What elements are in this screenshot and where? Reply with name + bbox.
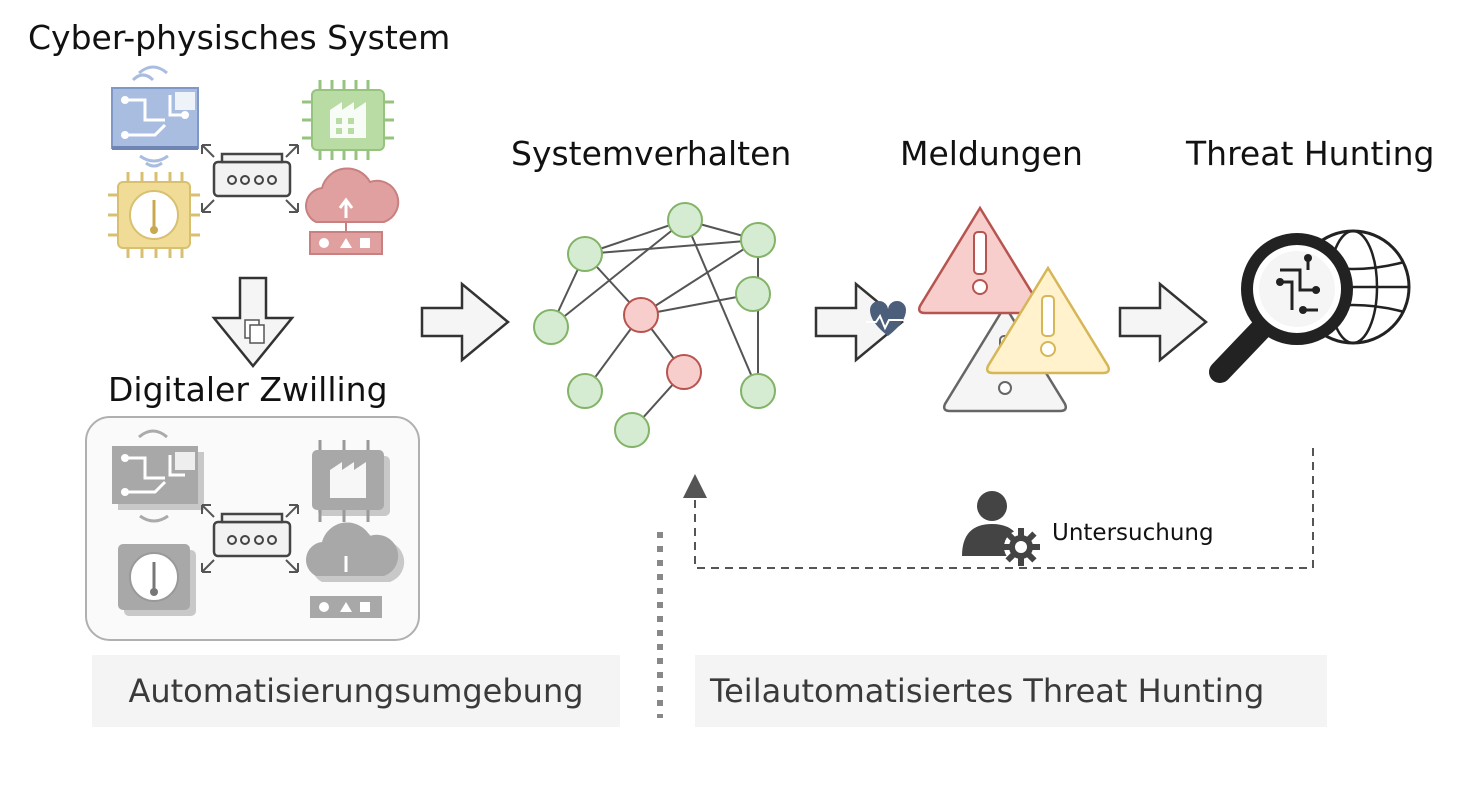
circuit-board-icon [111,65,199,168]
alerts-heading: Meldungen [900,134,1083,173]
twin-heading: Digitaler Zwilling [108,370,388,409]
sensor-gauge-chip-icon [108,172,200,258]
heartbeat-icon [866,301,906,336]
graph-edge [550,219,686,328]
graph-node [614,412,650,448]
twin-connection-arrows [201,504,299,573]
graph-node [740,222,776,258]
feedback-loop-line [683,448,1314,569]
twin-network-switch-icon [212,512,292,558]
graph-node [735,276,771,312]
warning-icon-red [917,205,1043,315]
cloud-upload-icon [305,167,400,255]
graph-node [667,202,703,238]
connection-arrows [201,144,299,213]
factory-chip-icon [302,80,394,160]
cps-heading: Cyber-physisches System [28,18,451,57]
twin-circuit-board-icon [112,429,204,523]
investigation-label: Untersuchung [1052,520,1214,546]
graph-edge [584,239,759,255]
magnifier-icon [1209,233,1353,383]
hunting-heading: Threat Hunting [1186,134,1435,173]
graph-node-anomaly [623,297,659,333]
threat-hunting-band: Teilautomatisiertes Threat Hunting [695,655,1327,727]
arrow-to-alerts [814,281,904,363]
graph-edge [640,293,754,316]
graph-node [567,236,603,272]
graph-node [567,373,603,409]
arrow-to-behavior [420,281,510,363]
partial-threat-hunting-label: Teilautomatisiertes Threat Hunting [710,672,1265,710]
document-icon [244,319,265,344]
network-switch-icon [212,152,292,198]
twin-cloud-upload-icon [306,522,405,618]
twin-factory-chip-icon [312,440,390,522]
graph-node [533,309,569,345]
warning-icon-yellow [985,265,1111,375]
behavior-heading: Systemverhalten [511,134,792,173]
graph-node [740,373,776,409]
graph-nodes [533,202,776,448]
automation-environment-band: Automatisierungsumgebung [92,655,620,727]
graph-edge [640,239,759,316]
graph-edge [684,219,759,392]
user-gear-icon [962,491,1040,566]
graph-node-anomaly [666,354,702,390]
automation-environment-label: Automatisierungsumgebung [128,672,584,710]
twin-sensor-gauge-chip-icon [118,544,196,616]
arrow-to-hunting [1118,281,1208,363]
